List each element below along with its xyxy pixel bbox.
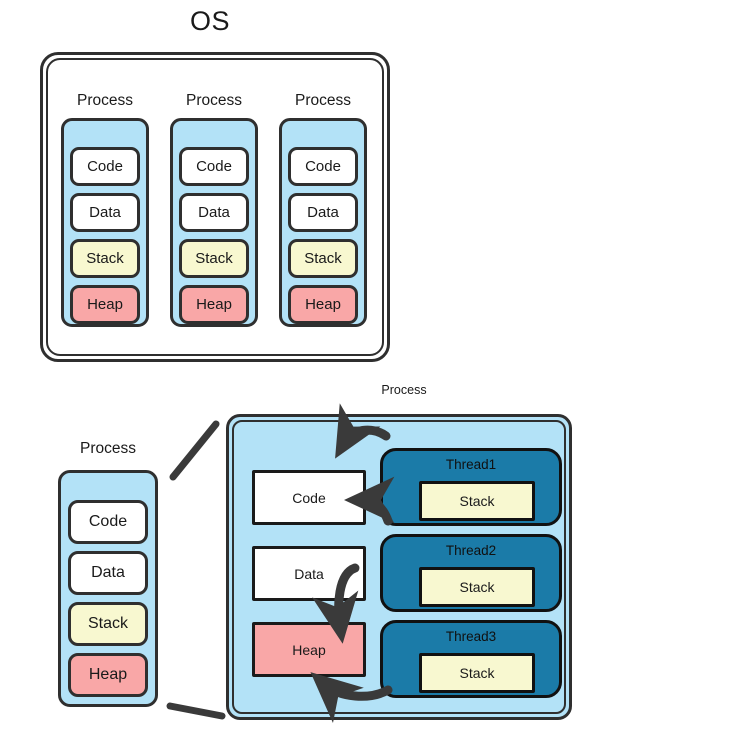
os-process-2[interactable]: Code Data Stack Heap — [170, 118, 258, 327]
expanded-process-label: Process — [381, 383, 427, 397]
segment-code: Code — [288, 147, 358, 186]
memory-data-box: Data — [252, 546, 366, 601]
detail-process-box[interactable]: Code Data Stack Heap — [58, 470, 158, 707]
os-process-label-3: Process — [295, 92, 351, 109]
segment-data: Data — [68, 551, 148, 595]
expand-connector-bottom — [166, 702, 226, 720]
memory-heap-box: Heap — [252, 622, 366, 677]
detail-process-label: Process — [80, 440, 136, 457]
segment-stack: Stack — [68, 602, 148, 646]
thread-box-2[interactable]: Thread2 Stack — [380, 534, 562, 612]
thread-stack-box: Stack — [419, 567, 535, 607]
segment-data: Data — [179, 193, 249, 232]
memory-code-box: Code — [252, 470, 366, 525]
segment-data: Data — [288, 193, 358, 232]
segment-code: Code — [68, 500, 148, 544]
segment-code: Code — [179, 147, 249, 186]
thread-box-3[interactable]: Thread3 Stack — [380, 620, 562, 698]
page-title: OS — [189, 6, 230, 36]
os-process-1[interactable]: Code Data Stack Heap — [61, 118, 149, 327]
os-process-label-2: Process — [186, 92, 242, 109]
thread-stack-box: Stack — [419, 481, 535, 521]
segment-heap: Heap — [179, 285, 249, 324]
segment-stack: Stack — [70, 239, 140, 278]
os-process-label-1: Process — [77, 92, 133, 109]
thread-stack-box: Stack — [419, 653, 535, 693]
segment-stack: Stack — [288, 239, 358, 278]
segment-heap: Heap — [70, 285, 140, 324]
thread-box-1[interactable]: Thread1 Stack — [380, 448, 562, 526]
segment-code: Code — [70, 147, 140, 186]
segment-data: Data — [70, 193, 140, 232]
thread-label: Thread3 — [445, 629, 497, 644]
os-process-3[interactable]: Code Data Stack Heap — [279, 118, 367, 327]
thread-label: Thread2 — [445, 543, 497, 558]
segment-heap: Heap — [68, 653, 148, 697]
expand-connector-top — [169, 420, 220, 481]
thread-label: Thread1 — [445, 457, 497, 472]
segment-stack: Stack — [179, 239, 249, 278]
segment-heap: Heap — [288, 285, 358, 324]
